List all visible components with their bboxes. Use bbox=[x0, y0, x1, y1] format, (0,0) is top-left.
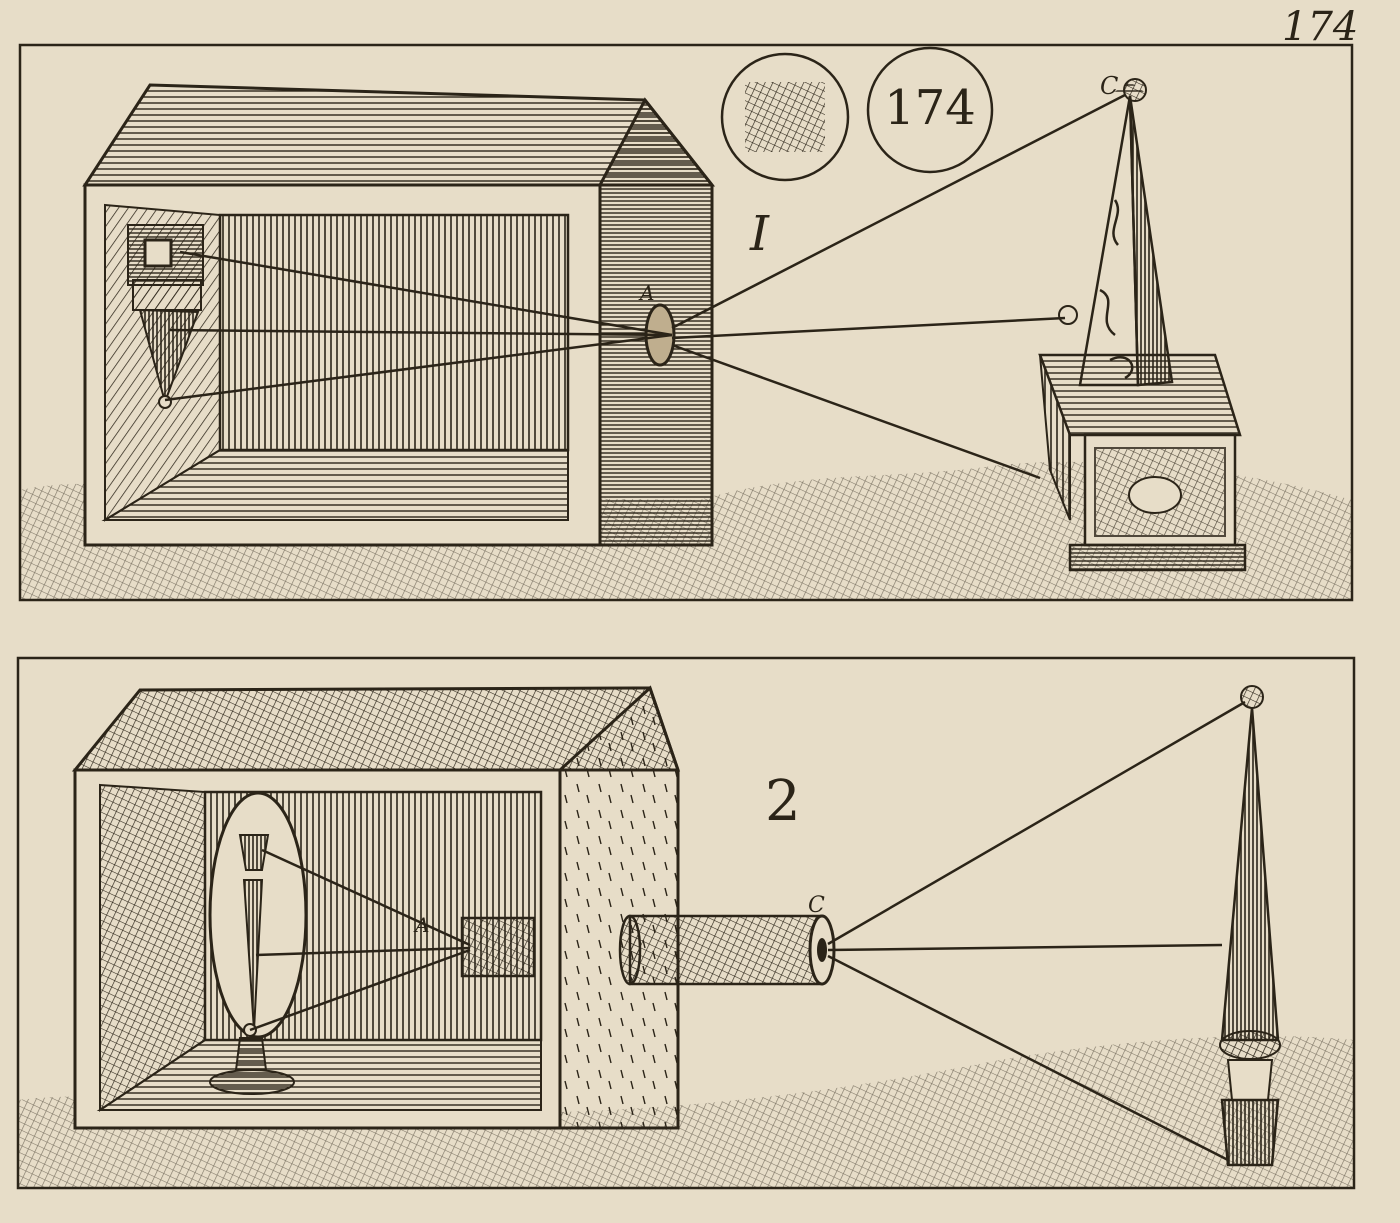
figure-2-ground bbox=[18, 1036, 1354, 1188]
figure-2-house-side-wall bbox=[558, 685, 680, 1130]
seal-number: 174 bbox=[884, 80, 976, 136]
figure-2-inner-lens bbox=[460, 916, 536, 978]
figure-2-number: 2 bbox=[765, 769, 801, 834]
figure-2-interior-floor bbox=[96, 1039, 542, 1111]
figure-2-oval-mirror bbox=[208, 791, 308, 1095]
figure-1-number-seal: 174 bbox=[866, 46, 994, 174]
figure-1-rays bbox=[164, 93, 1126, 480]
figure-1-obelisk bbox=[1038, 78, 1247, 572]
figure-1-monogram-seal bbox=[720, 52, 850, 182]
figure-2-tube bbox=[618, 914, 836, 986]
figure-2-rays bbox=[249, 700, 1246, 1162]
figure-2-point-c: C bbox=[808, 893, 825, 918]
figure-2-obelisk bbox=[1219, 685, 1281, 1167]
figure-2-point-a: A bbox=[413, 913, 429, 937]
page-number: 174 bbox=[1282, 4, 1358, 50]
figure-1-camera-obscura-lens: A C bbox=[18, 43, 1354, 602]
figure-2-camera-obscura-tube: A C 2 bbox=[16, 656, 1356, 1190]
figure-1-point-a: A bbox=[638, 281, 654, 305]
figure-1-point-c: C bbox=[1100, 72, 1118, 100]
figure-1-number: I bbox=[749, 206, 770, 262]
